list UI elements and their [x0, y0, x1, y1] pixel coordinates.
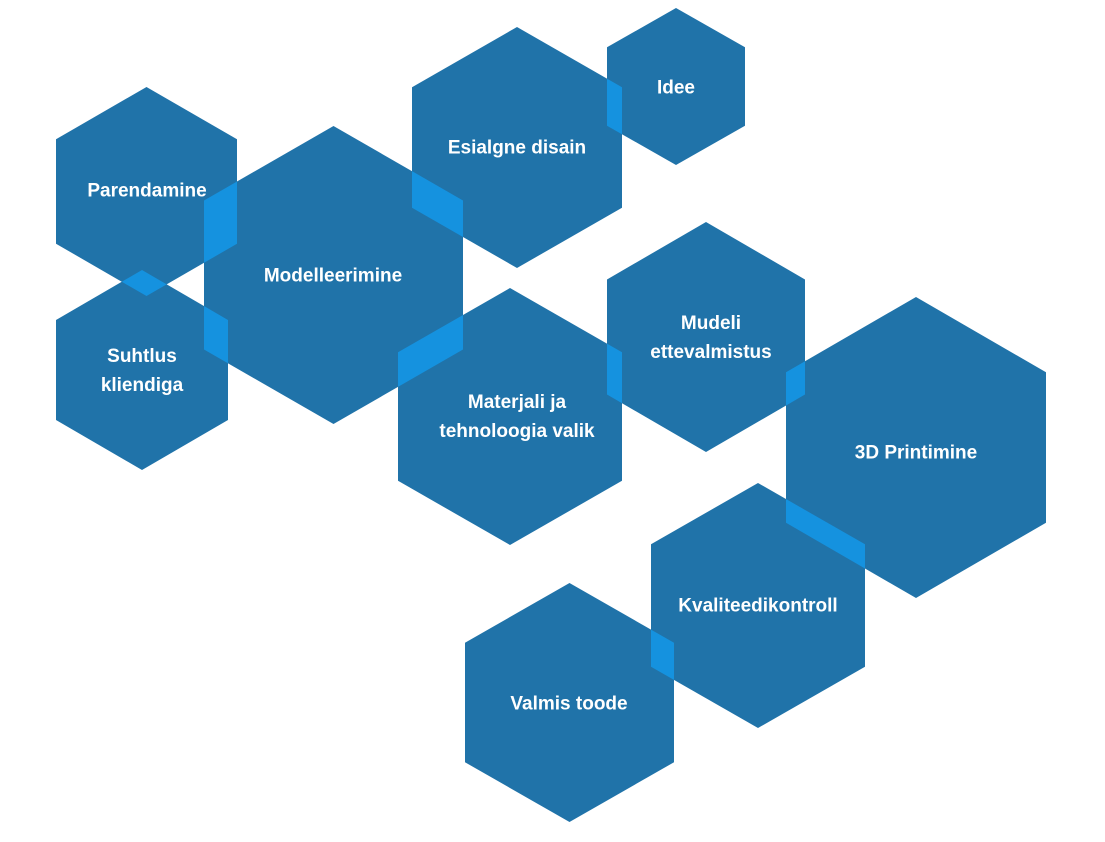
node-label-idee: Idee — [656, 77, 696, 99]
hexagon-parendamine — [56, 87, 237, 296]
node-label-modelleerimine: Modelleerimine — [263, 265, 403, 287]
node-label-3d-printimine: 3D Printimine — [854, 442, 978, 464]
hexagon-kvaliteet — [651, 483, 865, 728]
hexagon-overlap — [398, 288, 463, 424]
hexagon-suhtlus — [56, 270, 228, 470]
node-label-esialgne-disain: Esialgne disain — [447, 137, 587, 159]
node-label-mudeli-ettevalmistus: Mudeli ettevalmistus — [650, 313, 772, 363]
node-label-suhtlus-kliendiga: Suhtlus kliendiga — [100, 346, 184, 396]
hexagon-idee — [607, 8, 745, 165]
hexagon-valmis — [465, 583, 674, 822]
node-label-kvaliteedikontroll: Kvaliteedikontroll — [678, 595, 838, 617]
node-label-materjali-valik: Materjali ja tehnoloogia valik — [439, 392, 595, 442]
hexagon-esialgne — [412, 27, 622, 268]
hexagon-mudeli — [607, 222, 805, 452]
node-label-valmis-toode: Valmis toode — [510, 693, 628, 715]
hexagon-modelleerimine — [204, 126, 463, 424]
node-label-parendamine: Parendamine — [87, 180, 207, 202]
hexagon-printimine — [786, 297, 1046, 598]
